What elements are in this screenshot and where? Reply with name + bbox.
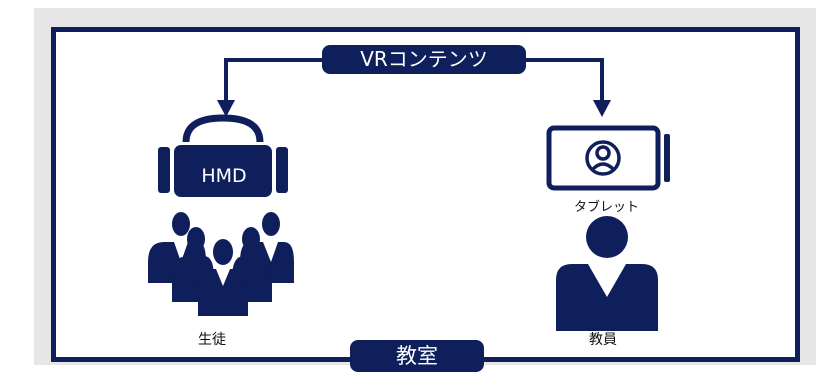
teachers-label: 教員 [589, 332, 617, 348]
classroom-label: 教室 [350, 340, 484, 372]
arrow-to-tablet [526, 58, 604, 104]
students-label: 生徒 [198, 332, 226, 348]
teacher-icon [556, 216, 658, 331]
vr-contents-label: VRコンテンツ [322, 45, 526, 74]
vr-headset-icon [158, 114, 288, 197]
connector-arrows [224, 58, 604, 104]
students-group-icon [148, 212, 294, 316]
tablet-icon [546, 125, 670, 191]
hmd-label: HMD [201, 165, 247, 187]
tablet-label: タブレット [574, 200, 640, 215]
user-circle-icon [585, 140, 621, 176]
arrow-down-icon [593, 100, 611, 117]
arrow-to-students [224, 58, 322, 104]
arrow-down-icon [217, 100, 235, 117]
